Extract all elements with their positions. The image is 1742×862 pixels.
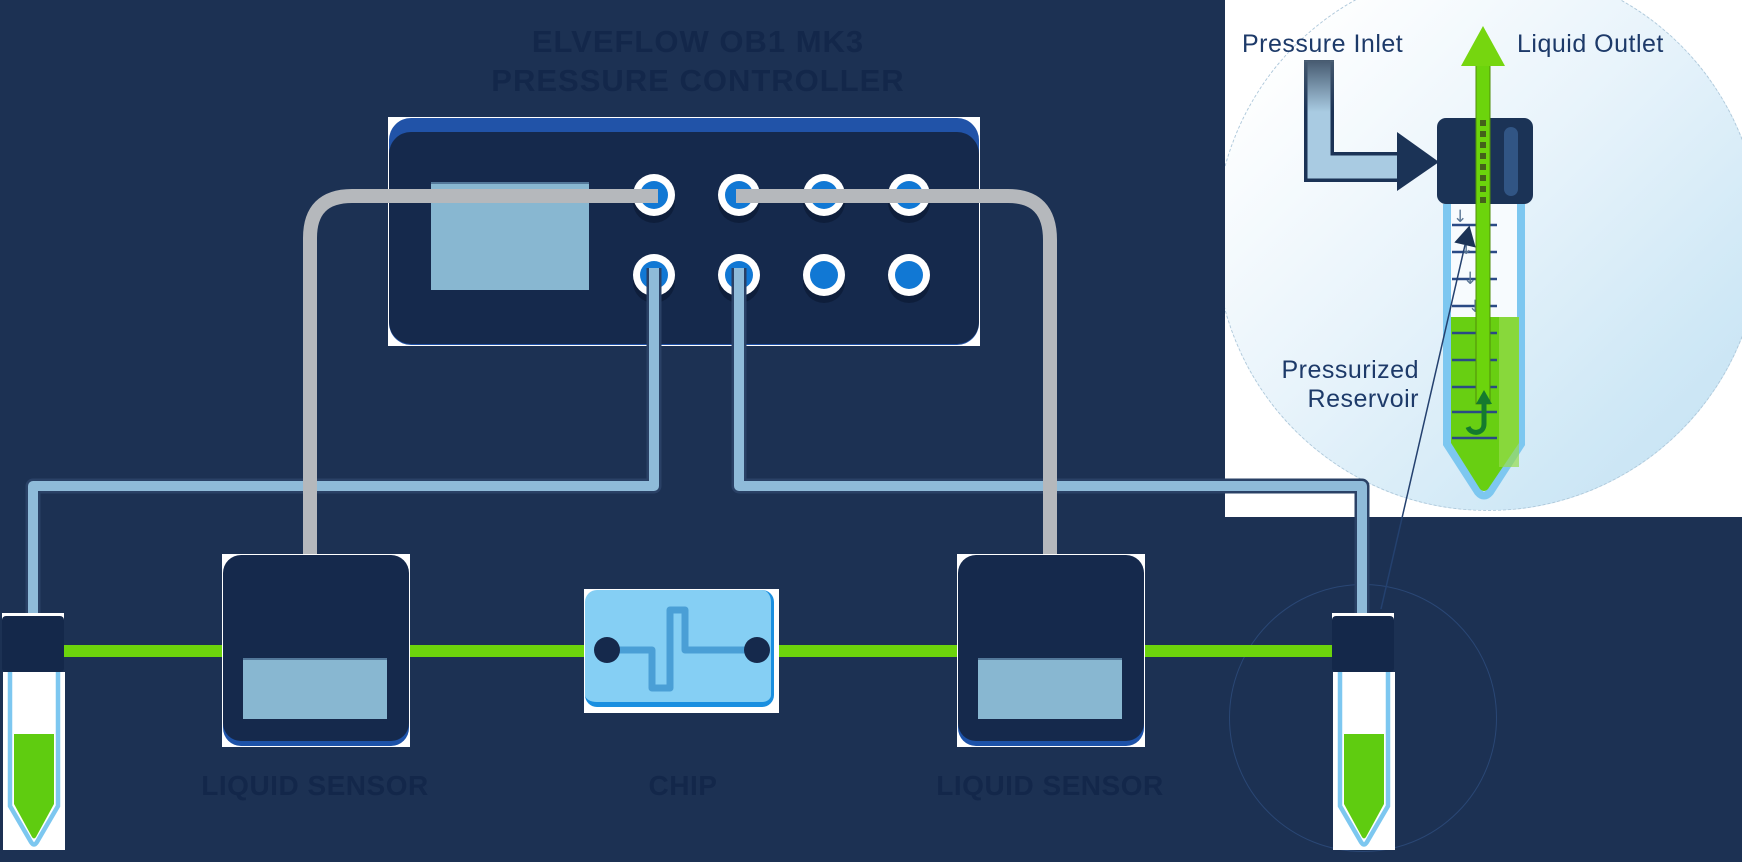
- left-reservoir-cap: [2, 616, 64, 672]
- right-sensor-screen: [978, 658, 1122, 719]
- controller-port-3-bottom: [803, 254, 845, 303]
- left-sensor-screen: [243, 658, 387, 719]
- diagram-title: ELVEFLOW OB1 MK3 PRESSURE CONTROLLER: [398, 22, 998, 100]
- pressure-pipe-shading: [1304, 60, 1334, 112]
- chip-channel-graphic: [594, 606, 770, 692]
- liquid-outlet-arrow-icon: [1461, 26, 1505, 66]
- controller-port-4-bottom: [888, 254, 930, 303]
- pressure-inlet-arrow-icon: [1397, 132, 1439, 191]
- right-reservoir-cap: [1332, 616, 1394, 672]
- left-liquid-sensor: [222, 554, 410, 747]
- svg-text:↓: ↓: [1463, 269, 1477, 289]
- pressure-inlet-label: Pressure Inlet: [1242, 30, 1404, 58]
- diagram-title-line2: PRESSURE CONTROLLER: [491, 63, 905, 98]
- chip-channel: [607, 606, 757, 692]
- cap-slot-highlight: [1504, 127, 1518, 196]
- left-reservoir-tube: [3, 672, 65, 850]
- svg-text:↓: ↓: [1453, 207, 1467, 227]
- microfluidic-chip: [584, 589, 779, 713]
- left-sensor-label: LIQUID SENSOR: [201, 770, 429, 801]
- recirculation-arrow-icon: [1465, 402, 1487, 435]
- left-tube-liquid: [14, 734, 54, 839]
- right-sensor-label: LIQUID SENSOR: [936, 770, 1164, 801]
- chip-inlet-port: [594, 637, 620, 663]
- right-liquid-sensor: [957, 554, 1145, 747]
- chip-label: CHIP: [648, 770, 718, 801]
- right-tube-liquid: [1344, 734, 1384, 839]
- chip-outlet-port: [744, 637, 770, 663]
- liquid-outlet-label: Liquid Outlet: [1517, 30, 1664, 58]
- recirculation-arrow-head: [1476, 390, 1492, 404]
- inset-liquid-highlight: [1499, 317, 1519, 467]
- gray-tube-right: [736, 189, 1057, 558]
- blue-tube-left: [28, 268, 659, 618]
- diagram-title-line1: ELVEFLOW OB1 MK3: [531, 24, 865, 59]
- gray-tubes: [303, 189, 1057, 558]
- right-reservoir-tube: [1333, 672, 1395, 850]
- gray-tube-left: [303, 189, 658, 558]
